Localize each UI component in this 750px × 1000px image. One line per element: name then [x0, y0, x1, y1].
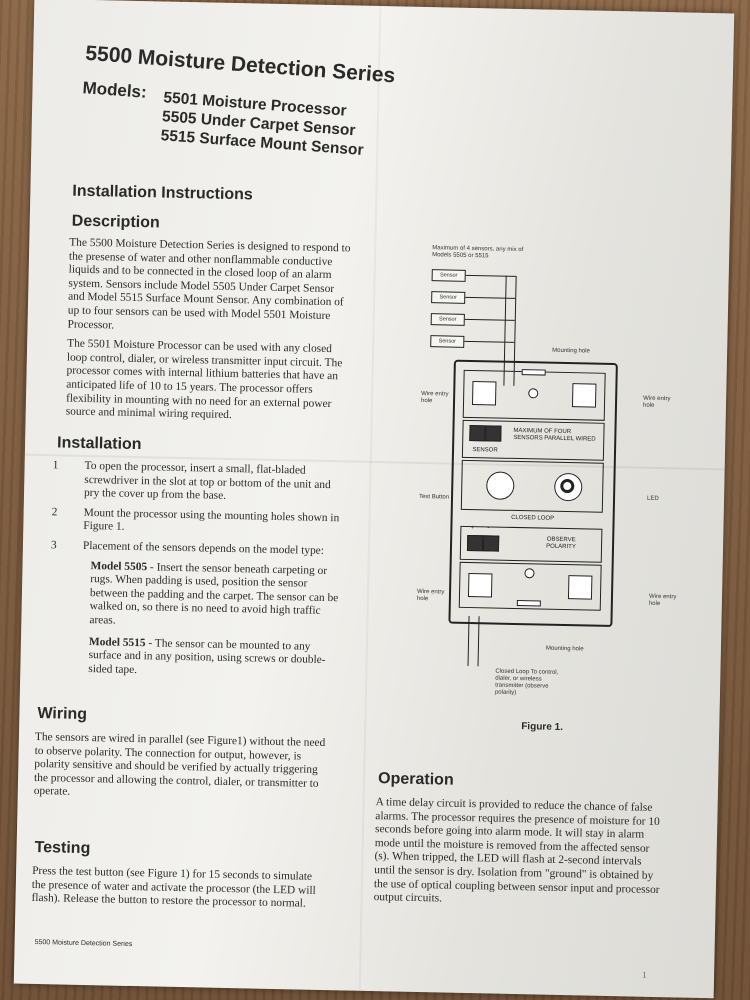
step-number: 1 — [52, 459, 59, 472]
wire-entry-label: Wire entry hole — [420, 390, 449, 405]
closed-loop-label: CLOSED LOOP — [511, 514, 555, 522]
model-list: 5501 Moisture Processor 5505 Under Carpe… — [160, 88, 367, 160]
installation-steps: 1 To open the processor, insert a small,… — [48, 459, 343, 689]
instructions-title: Installation Instructions — [72, 182, 253, 204]
sensor-terminal — [485, 425, 502, 442]
models-label: Models: — [81, 78, 148, 102]
button-led-panel — [460, 459, 604, 513]
step-text: To open the processor, insert a small, f… — [83, 459, 331, 503]
step-text: Placement of the sensors depends on the … — [82, 539, 325, 557]
pry-slot — [516, 600, 541, 607]
sensor-wire — [464, 340, 515, 343]
output-terminal — [466, 534, 484, 552]
test-button-label: Test Button — [418, 493, 450, 501]
max-parallel-note: MAXIMUM OF FOUR SENSORS PARALLEL WIRED — [513, 427, 596, 443]
sensor-wire — [464, 318, 515, 321]
output-terminal-panel: + - OBSERVE POLARITY — [459, 525, 603, 563]
output-wire — [467, 616, 470, 667]
step-item: 1 To open the processor, insert a small,… — [52, 459, 343, 506]
test-button — [486, 471, 515, 500]
model-5505-note: Model 5505 - Insert the sensor beneath c… — [89, 560, 340, 633]
sensor-terminal-label: SENSOR — [472, 447, 498, 454]
operation-text: A time delay circuit is provided to redu… — [373, 796, 660, 905]
wire-entry-label: Wire entry hole — [642, 395, 671, 409]
testing-heading: Testing — [34, 838, 91, 858]
description-paragraph: The 5501 Moisture Processor can be used … — [65, 337, 343, 422]
closed-loop-note: Closed Loop To control, dialer, or wirel… — [494, 668, 559, 697]
top-compartment — [462, 369, 606, 421]
step-item: 3 Placement of the sensors depends on th… — [51, 539, 341, 559]
led-lens — [560, 478, 575, 494]
step-text: Mount the processor using the mounting h… — [83, 506, 340, 534]
mounting-hole — [528, 388, 539, 399]
sensor-wire — [465, 274, 516, 277]
sensor-terminal — [469, 424, 486, 442]
figure-caption: Figure 1. — [521, 721, 564, 734]
description-heading: Description — [71, 212, 160, 232]
sensor-box: Sensor — [430, 313, 465, 326]
output-wire — [477, 616, 480, 667]
output-terminal — [482, 535, 500, 552]
step-item: 2 Mount the processor using the mounting… — [51, 506, 342, 539]
sensor-box: Sensor — [431, 291, 466, 304]
max-sensors-note: Maximum of 4 sensors, any mix of Models … — [432, 245, 524, 260]
mounting-hole-label: Mounting hole — [552, 347, 590, 355]
model-5515-label: Model 5515 — [88, 635, 146, 649]
model-5515-note: Model 5515 - The sensor can be mounted t… — [88, 636, 339, 682]
processor-housing: SENSOR MAXIMUM OF FOUR SENSORS PARALLEL … — [448, 359, 618, 628]
wire-entry-label: Wire entry hole — [416, 588, 445, 603]
model-5505-label: Model 5505 — [90, 559, 148, 573]
mounting-hole-bottom-label: Mounting hole — [545, 645, 584, 653]
page-number: 1 — [641, 969, 647, 980]
operation-heading: Operation — [377, 770, 454, 789]
wire-entry-hole — [467, 572, 493, 598]
led-indicator — [553, 472, 583, 502]
bottom-compartment — [458, 561, 602, 611]
wire-entry-label: Wire entry hole — [648, 593, 677, 608]
description-body: The 5500 Moisture Detection Series is de… — [65, 237, 354, 432]
instruction-sheet: 5500 Moisture Detection Series Models: 5… — [13, 0, 735, 999]
sensor-box: Sensor — [431, 269, 466, 282]
testing-text: Press the test button (see Figure 1) for… — [31, 864, 316, 910]
wire-entry-hole — [571, 383, 597, 408]
pry-slot — [521, 369, 546, 376]
wiring-text: The sensors are wired in parallel (see F… — [33, 730, 326, 799]
observe-polarity-label: OBSERVE POLARITY — [546, 536, 576, 551]
wire-entry-hole — [471, 381, 497, 406]
minus-sign: - — [487, 525, 490, 532]
led-label: LED — [646, 495, 659, 502]
sensor-box: Sensor — [430, 335, 465, 348]
step-number: 3 — [50, 539, 57, 552]
figure-1-diagram: Maximum of 4 sensors, any mix of Models … — [384, 238, 677, 733]
plus-sign: + — [470, 525, 475, 532]
step-number: 2 — [51, 506, 58, 519]
mounting-hole — [524, 568, 535, 579]
wiring-heading: Wiring — [37, 705, 88, 724]
installation-heading: Installation — [56, 434, 142, 454]
wire-entry-hole — [567, 575, 593, 600]
description-paragraph: The 5500 Moisture Detection Series is de… — [67, 236, 351, 332]
footer-series: 5500 Moisture Detection Series — [34, 938, 133, 949]
sensor-wire — [465, 296, 516, 299]
sensor-terminal-panel: SENSOR MAXIMUM OF FOUR SENSORS PARALLEL … — [461, 419, 605, 461]
